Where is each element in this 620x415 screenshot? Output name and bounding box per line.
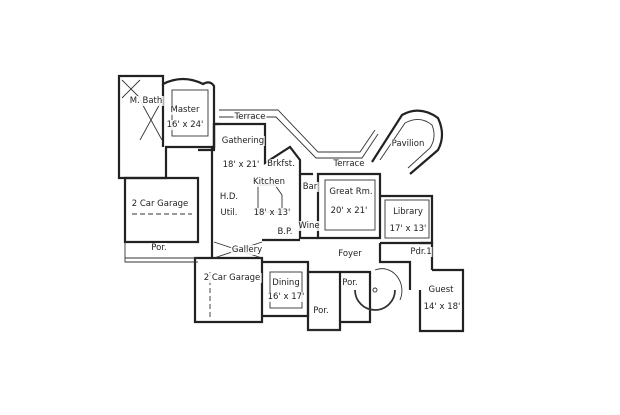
room-label-brkfst: Brkfst. [266,159,296,169]
room-label-foyer: Foyer [337,249,363,259]
room-size-library: 17' x 13' [388,224,428,234]
room-label-pavilion: Pavilion [390,139,426,149]
room-label-guest: Guest [427,285,455,295]
room-label-great-rm: Great Rm. [328,187,374,197]
room-label-hd: H.D. [218,192,240,202]
room-label-bar: Bar [301,182,319,192]
room-label-por-front: Por. [341,278,359,288]
room-label-garage-bottom: 2 Car Garage [202,273,262,283]
room-label-master: Master [169,105,201,115]
room-label-util: Util. [219,208,239,218]
room-label-terrace-mid: Terrace [332,159,366,169]
room-size-master: 16' x 24' [165,120,205,130]
room-label-terrace-top: Terrace [233,112,267,122]
room-label-garage-left: 2 Car Garage [130,199,190,209]
room-label-dining: Dining [271,278,301,288]
room-size-kitchen: 18' x 13' [252,208,292,218]
room-size-great-rm: 20' x 21' [329,206,369,216]
room-label-pdr: Pdr.1 [409,247,433,257]
room-size-guest: 14' x 18' [422,302,462,312]
room-size-dining: 16' x 17' [266,292,306,302]
room-label-library: Library [392,207,424,217]
room-label-kitchen: Kitchen [252,177,286,187]
room-label-gathering: Gathering [220,136,266,146]
room-label-bp: B.P. [276,227,294,237]
room-label-wine: Wine [297,221,321,231]
room-label-m-bath: M. Bath [128,96,164,106]
room-size-gathering: 18' x 21' [221,160,261,170]
room-label-por-bottom: Por. [312,306,330,316]
room-label-por-left: Por. [150,243,168,253]
room-label-gallery: Gallery [230,245,264,255]
